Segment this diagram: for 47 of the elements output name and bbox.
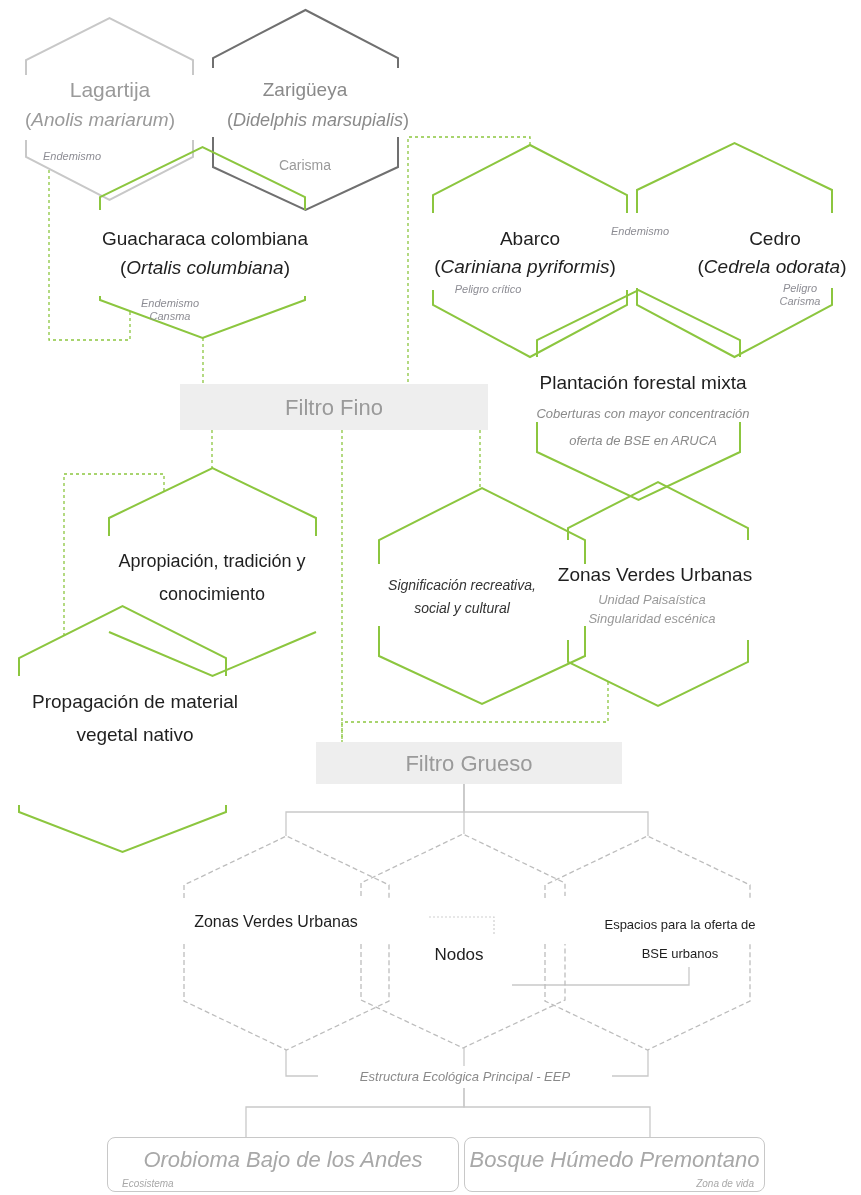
connector-line	[463, 1047, 465, 1067]
node-title: Plantación forestal mixta	[538, 371, 748, 395]
attribute-label: Peligro crítico	[453, 283, 523, 296]
attribute-label: Carisma	[277, 156, 333, 174]
scientific-name: (Cedrela odorata)	[696, 255, 848, 279]
species-name: Lagartija	[68, 77, 152, 103]
species-name: Zarigüeya	[261, 78, 349, 102]
node-title: Espacios para la oferta de BSE urbanos	[603, 916, 757, 963]
connector-line	[479, 429, 481, 489]
filter-bar: Filtro Fino	[180, 384, 488, 430]
attribute-label: Endemismo Cansma	[139, 297, 201, 323]
node-title: Nodos	[433, 944, 485, 966]
attribute-label: Endemismo	[609, 225, 671, 238]
node-title: Significación recreativa, social y cultural	[387, 576, 537, 618]
node-title: Apropiación, tradición y conocimiento	[117, 550, 307, 606]
species-name: Guacharaca colombiana	[101, 227, 309, 251]
connector-line	[63, 473, 165, 636]
node-title: Zonas Verdes Urbanas	[556, 563, 754, 587]
scientific-name: (Didelphis marsupialis)	[225, 109, 411, 132]
card-title: Orobioma Bajo de los Andes	[142, 1146, 424, 1174]
scientific-name: (Anolis mariarum)	[24, 108, 176, 132]
connector-line	[285, 1049, 319, 1077]
connector-line	[407, 136, 531, 385]
attribute-label: Peligro Carisma	[778, 282, 822, 308]
species-name: Cedro	[748, 227, 802, 251]
filter-bar: Filtro Grueso	[316, 742, 622, 784]
card-subtitle: Ecosistema	[122, 1178, 174, 1190]
connector-line	[211, 429, 213, 469]
scientific-name: (Ortalis columbiana)	[119, 256, 291, 280]
card-title: Bosque Húmedo Premontano	[468, 1146, 761, 1174]
connector-line	[511, 966, 690, 986]
node-description: Coberturas con mayor concentración oferta de BSE en ARUCA	[535, 405, 751, 450]
connector-line	[202, 337, 204, 385]
attribute-label: Endemismo	[41, 150, 103, 163]
scientific-name: (Cariniana pyriformis)	[433, 255, 617, 279]
category-card	[464, 1137, 765, 1192]
node-description: Unidad Paisaística Singularidad escénica	[587, 591, 717, 628]
node-title: Zonas Verdes Urbanas	[193, 912, 359, 932]
card-subtitle: Zona de vida	[696, 1178, 754, 1190]
node-title: Propagación de material vegetal nativo	[31, 690, 239, 747]
connector-line	[611, 1049, 649, 1077]
connector-line	[463, 1087, 651, 1138]
category-card	[107, 1137, 459, 1192]
connector-line	[48, 169, 131, 341]
connector-line	[463, 783, 649, 837]
species-name: Abarco	[498, 227, 562, 251]
connector-line	[341, 681, 609, 743]
